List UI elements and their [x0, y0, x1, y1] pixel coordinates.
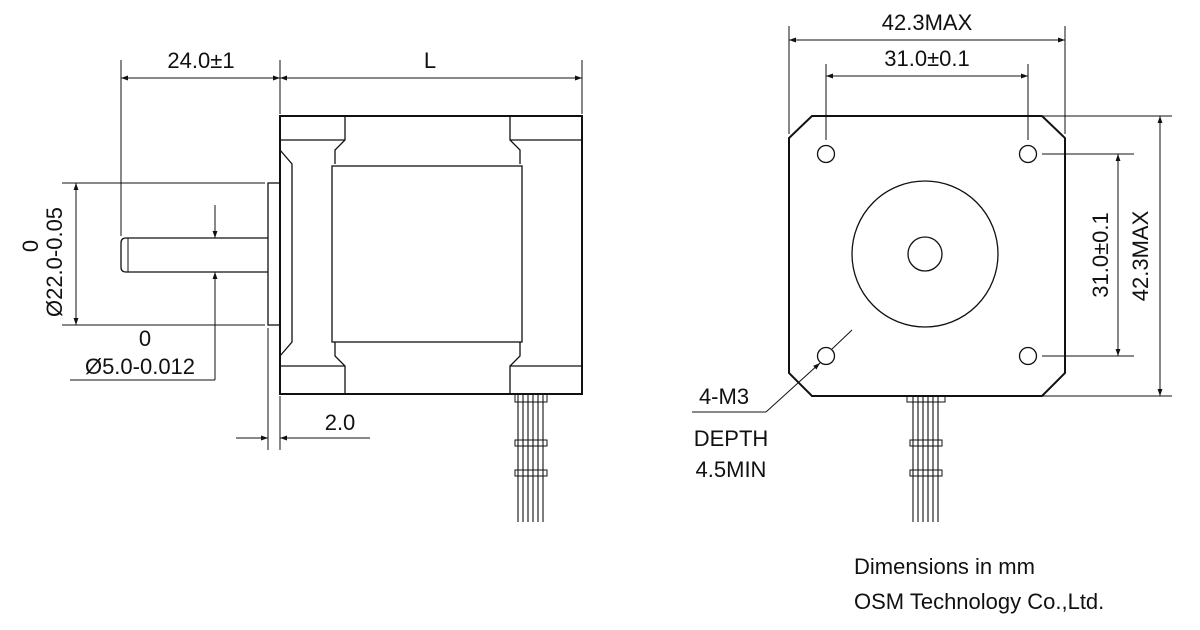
side-view: 24.0±1 L Ø22.0-0.05 0 0 Ø5.0-0.012 2.0 — [18, 48, 583, 522]
dim-boss-thickness-label: 2.0 — [325, 410, 356, 435]
recess-line — [509, 342, 521, 394]
mounting-hole — [1018, 346, 1038, 366]
recess-line — [509, 116, 521, 164]
dim-shaft-tol-top: 0 — [139, 326, 151, 351]
units-note: Dimensions in mm — [854, 554, 1035, 579]
lead-wires-front — [906, 395, 946, 522]
dim-hole-spacing-v-label: 31.0±0.1 — [1088, 212, 1113, 297]
hole-leader-stub — [831, 329, 853, 350]
depth-value: 4.5MIN — [696, 457, 767, 482]
boss — [267, 182, 281, 326]
motor-body-outline — [279, 115, 583, 395]
company-name: OSM Technology Co.,Ltd. — [854, 589, 1104, 614]
dim-shaft-length-label: 24.0±1 — [167, 48, 234, 73]
stator-block — [331, 165, 523, 343]
mounting-hole — [816, 144, 836, 164]
depth-label: DEPTH — [694, 426, 769, 451]
mounting-hole — [816, 346, 836, 366]
flange-outline — [788, 115, 1066, 397]
dim-shaft-diameter-label: Ø5.0-0.012 — [85, 354, 195, 379]
dim-width-max-label: 42.3MAX — [882, 10, 973, 35]
dim-height-max-label: 42.3MAX — [1128, 210, 1153, 301]
front-view: 42.3MAX 31.0±0.1 31.0±0.1 42.3MAX 4-M3 D… — [692, 10, 1172, 522]
hole-leader — [765, 362, 821, 413]
recess-line — [334, 342, 346, 394]
recess-line — [334, 116, 346, 164]
dim-boss-tol-top: 0 — [18, 240, 43, 252]
shaft — [120, 237, 268, 273]
dim-body-length-label: L — [424, 48, 436, 73]
mounting-hole — [1018, 144, 1038, 164]
dim-hole-spacing-h-label: 31.0±0.1 — [884, 46, 969, 71]
hole-callout-label: 4-M3 — [699, 384, 749, 409]
pilot-circle — [851, 180, 999, 328]
front-chamfer — [279, 149, 293, 357]
dim-boss-diameter-label: Ø22.0-0.05 — [42, 207, 67, 317]
shaft-circle — [907, 236, 943, 272]
lead-wires — [514, 393, 548, 522]
